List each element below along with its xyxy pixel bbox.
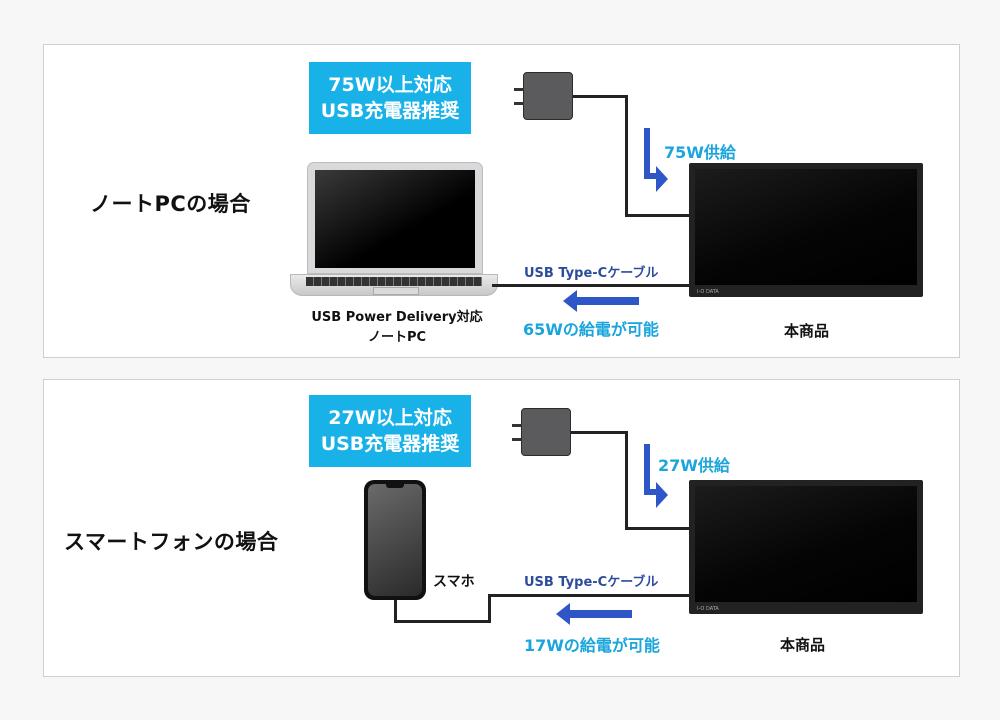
monitor-brand: I-O DATA — [697, 289, 719, 295]
phone-badge-line-1: 27W以上対応 — [328, 407, 452, 429]
laptop-keyboard — [306, 277, 482, 286]
laptop-device-label-line-2: ノートPC — [367, 330, 427, 345]
phone-charger-wire — [625, 527, 691, 530]
charger-prong-icon — [512, 424, 522, 427]
charger-prong-icon — [514, 88, 524, 91]
laptop-usb-charger-icon — [514, 72, 573, 120]
laptop-output-arrow-icon — [563, 290, 639, 312]
phone-device-label: スマホ — [433, 574, 475, 590]
phone-product-label: 本商品 — [780, 636, 826, 654]
smartphone-icon — [364, 480, 426, 600]
phone-charger-wire — [571, 431, 627, 434]
phone-usb-c-cable — [488, 594, 491, 623]
laptop-case-title: ノートPCの場合 — [90, 192, 251, 216]
laptop-usb-c-cable — [492, 284, 690, 287]
phone-supply-label: 27W供給 — [658, 456, 730, 475]
phone-notch — [386, 484, 404, 488]
monitor-screen — [695, 486, 917, 602]
phone-output-label: 17Wの給電が可能 — [524, 636, 660, 655]
phone-usb-charger-icon — [512, 408, 571, 456]
phone-charger-badge: 27W以上対応 USB充電器推奨 — [309, 395, 471, 467]
monitor-brand: I-O DATA — [697, 606, 719, 612]
phone-usb-c-cable — [394, 620, 490, 623]
laptop-device-label: USB Power Delivery対応 ノートPC — [297, 308, 497, 348]
laptop-charger-badge: 75W以上対応 USB充電器推奨 — [309, 62, 471, 134]
laptop-cable-label: USB Type-Cケーブル — [524, 266, 659, 281]
phone-supply-arrow-icon — [644, 444, 668, 508]
laptop-trackpad — [373, 287, 419, 295]
phone-case-title: スマートフォンの場合 — [64, 530, 279, 554]
laptop-supply-arrow-icon — [644, 128, 668, 192]
laptop-charger-wire — [625, 95, 628, 216]
laptop-case-monitor: I-O DATA — [689, 163, 923, 297]
phone-cable-label: USB Type-Cケーブル — [524, 575, 659, 590]
phone-display — [368, 484, 422, 596]
laptop-supply-label: 75W供給 — [664, 143, 736, 162]
laptop-display — [315, 170, 475, 268]
phone-charger-wire — [625, 431, 628, 529]
laptop-icon — [307, 162, 483, 274]
laptop-charger-wire — [625, 214, 691, 217]
laptop-product-label: 本商品 — [784, 322, 830, 340]
laptop-badge-line-2: USB充電器推奨 — [320, 100, 460, 122]
phone-case-monitor: I-O DATA — [689, 480, 923, 614]
phone-usb-c-cable — [394, 600, 397, 622]
laptop-device-label-line-1: USB Power Delivery対応 — [311, 310, 483, 325]
laptop-badge-line-1: 75W以上対応 — [328, 74, 452, 96]
charger-prong-icon — [512, 438, 522, 441]
laptop-base — [290, 274, 498, 296]
phone-output-arrow-icon — [556, 603, 632, 625]
laptop-output-label: 65Wの給電が可能 — [523, 320, 659, 339]
laptop-charger-wire — [573, 95, 627, 98]
phone-badge-line-2: USB充電器推奨 — [320, 433, 460, 455]
charger-prong-icon — [514, 102, 524, 105]
phone-usb-c-cable — [488, 594, 690, 597]
monitor-screen — [695, 169, 917, 285]
